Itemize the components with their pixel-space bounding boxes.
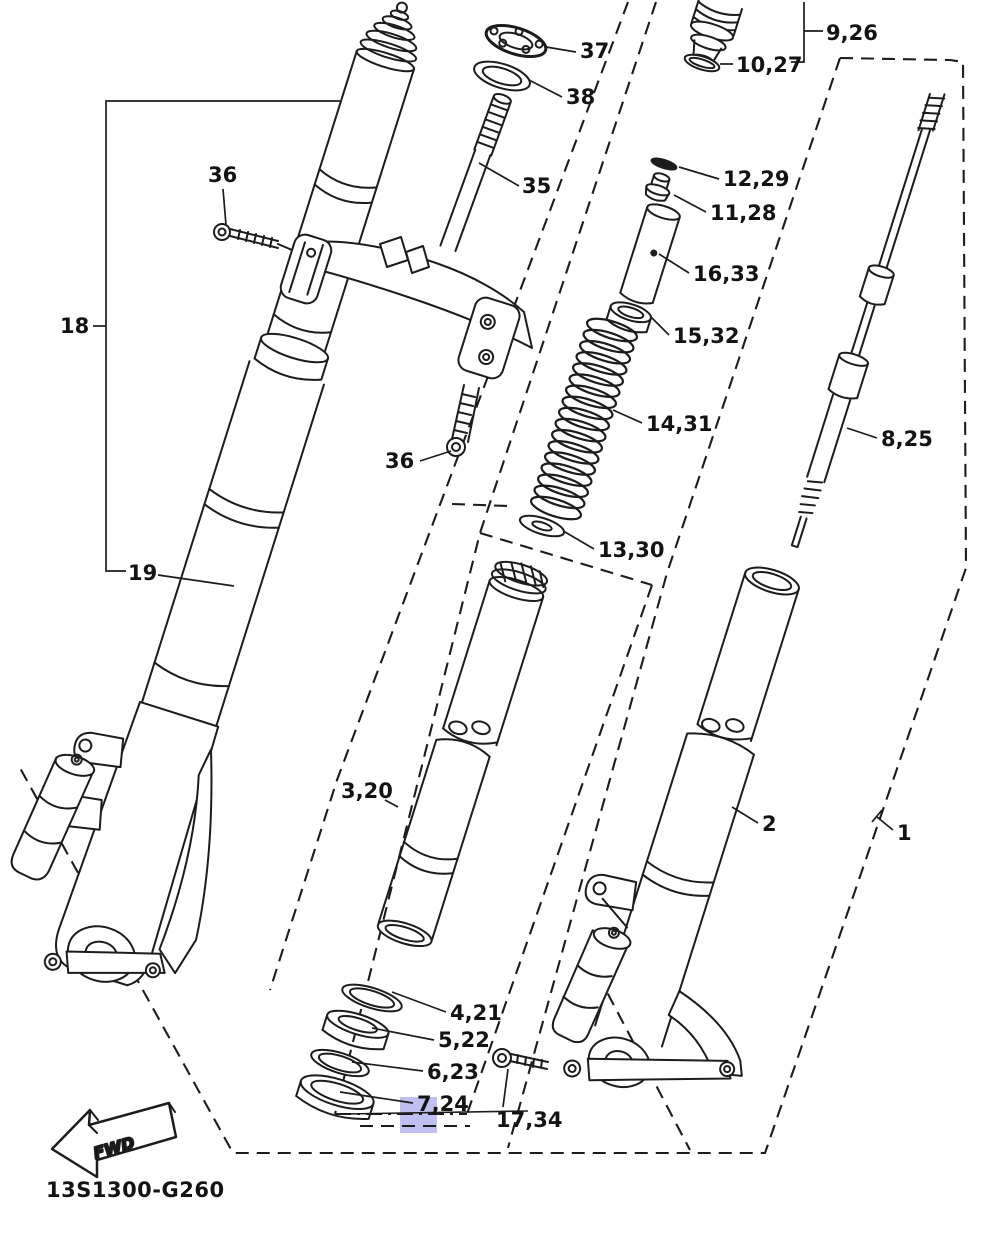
leader-line-3-20 (384, 799, 399, 808)
part-label-14-31: 14,31 (646, 412, 712, 436)
washer-38 (473, 60, 531, 92)
dashed-outlines (19, 1, 968, 1155)
part-label-11-28: 11,28 (710, 201, 776, 225)
leader-line-11-28 (673, 194, 707, 213)
leader-line-4-21 (391, 991, 447, 1013)
fwd-arrow: FWD (50, 1101, 178, 1179)
leader-line-38 (528, 79, 563, 98)
right-fork-assembly (551, 566, 800, 1089)
part-label-8-25: 8,25 (881, 427, 933, 451)
part-label-35: 35 (522, 174, 551, 198)
leader-line-15-32 (650, 316, 670, 336)
valve-12-29 (650, 157, 678, 171)
inner-tube-column (376, 560, 549, 948)
dashed-outline (268, 1, 629, 991)
piece-11-28 (644, 172, 671, 202)
washer-6-23 (310, 1048, 370, 1078)
dashed-outline (466, 584, 653, 1115)
part-label-13-30: 13,30 (598, 538, 664, 562)
steering-stem (439, 93, 512, 253)
part-labels: 373835361819369,2610,2712,2911,2816,3315… (60, 21, 933, 1132)
part-label-19: 19 (128, 561, 157, 585)
part-label-17-34: 17,34 (496, 1108, 562, 1132)
clip-4-21 (341, 983, 403, 1013)
leader-line-35 (478, 162, 520, 187)
part-label-18: 18 (60, 314, 89, 338)
part-label-4-21: 4,21 (450, 1001, 502, 1025)
leader-line-1 (876, 816, 894, 831)
leader-line-36b (419, 450, 452, 462)
pinch-bolt-lower (446, 384, 480, 457)
leader-line-17-34 (502, 1068, 509, 1108)
damper-rod (790, 92, 946, 549)
cylinder-16-33 (619, 203, 681, 305)
leader-lines (93, 2, 894, 1108)
leader-line-13-30 (564, 531, 595, 550)
leader-line-19 (157, 574, 235, 587)
leader-line-16-33 (658, 253, 690, 274)
dashed-outline (19, 56, 968, 1155)
leader-line-36a (222, 188, 227, 226)
drawing-code: 13S1300-G260 (46, 1178, 225, 1202)
pinch-bolt-upper (213, 223, 293, 251)
leader-line-14-31 (612, 409, 643, 424)
part-label-5-22: 5,22 (438, 1028, 490, 1052)
dashed-outline (506, 57, 841, 1149)
part-label-7-24: 7,24 (417, 1092, 469, 1116)
dashed-outline (451, 502, 509, 508)
o-ring-10-27 (683, 53, 721, 73)
part-label-38: 38 (566, 85, 595, 109)
leader-line-18 (105, 100, 340, 572)
leader-line-1 (871, 809, 883, 823)
part-label-36b: 36 (385, 449, 414, 473)
part-label-15-32: 15,32 (673, 324, 739, 348)
leader-line-37 (545, 46, 577, 53)
under-bracket (279, 233, 533, 380)
part-label-2: 2 (762, 812, 777, 836)
part-label-37: 37 (580, 39, 609, 63)
part-label-36a: 36 (208, 163, 237, 187)
part-label-10-27: 10,27 (736, 53, 802, 77)
leader-line-5-22 (371, 1027, 435, 1041)
left-fork-assembly (10, 1, 418, 987)
part-label-16-33: 16,33 (693, 262, 759, 286)
seat-15-32 (605, 301, 652, 334)
leader-line-7-24 (339, 1091, 414, 1104)
dashed-outline (342, 1110, 529, 1115)
oil-seal-5-22 (321, 1009, 390, 1051)
part-label-1: 1 (897, 821, 912, 845)
axle-pinch-bolt (492, 1048, 549, 1070)
dashed-outline (479, 531, 653, 587)
part-label-9-26: 9,26 (826, 21, 878, 45)
part-label-12-29: 12,29 (723, 167, 789, 191)
dashed-outline (597, 974, 691, 1151)
leader-line-8-25 (846, 427, 878, 439)
leader-line-2 (731, 806, 759, 824)
washer-13-30 (518, 514, 566, 538)
artwork: FWD (10, 0, 946, 1179)
cap-nut-37 (484, 23, 548, 59)
part-label-3-20: 3,20 (341, 779, 393, 803)
part-label-6-23: 6,23 (427, 1060, 479, 1084)
leader-line-9-26 (791, 2, 805, 63)
fork-spring-14-31 (529, 317, 639, 521)
dust-seal-7-24 (295, 1074, 375, 1120)
leader-line-12-29 (678, 166, 720, 180)
leader-line-6-23 (351, 1061, 424, 1072)
